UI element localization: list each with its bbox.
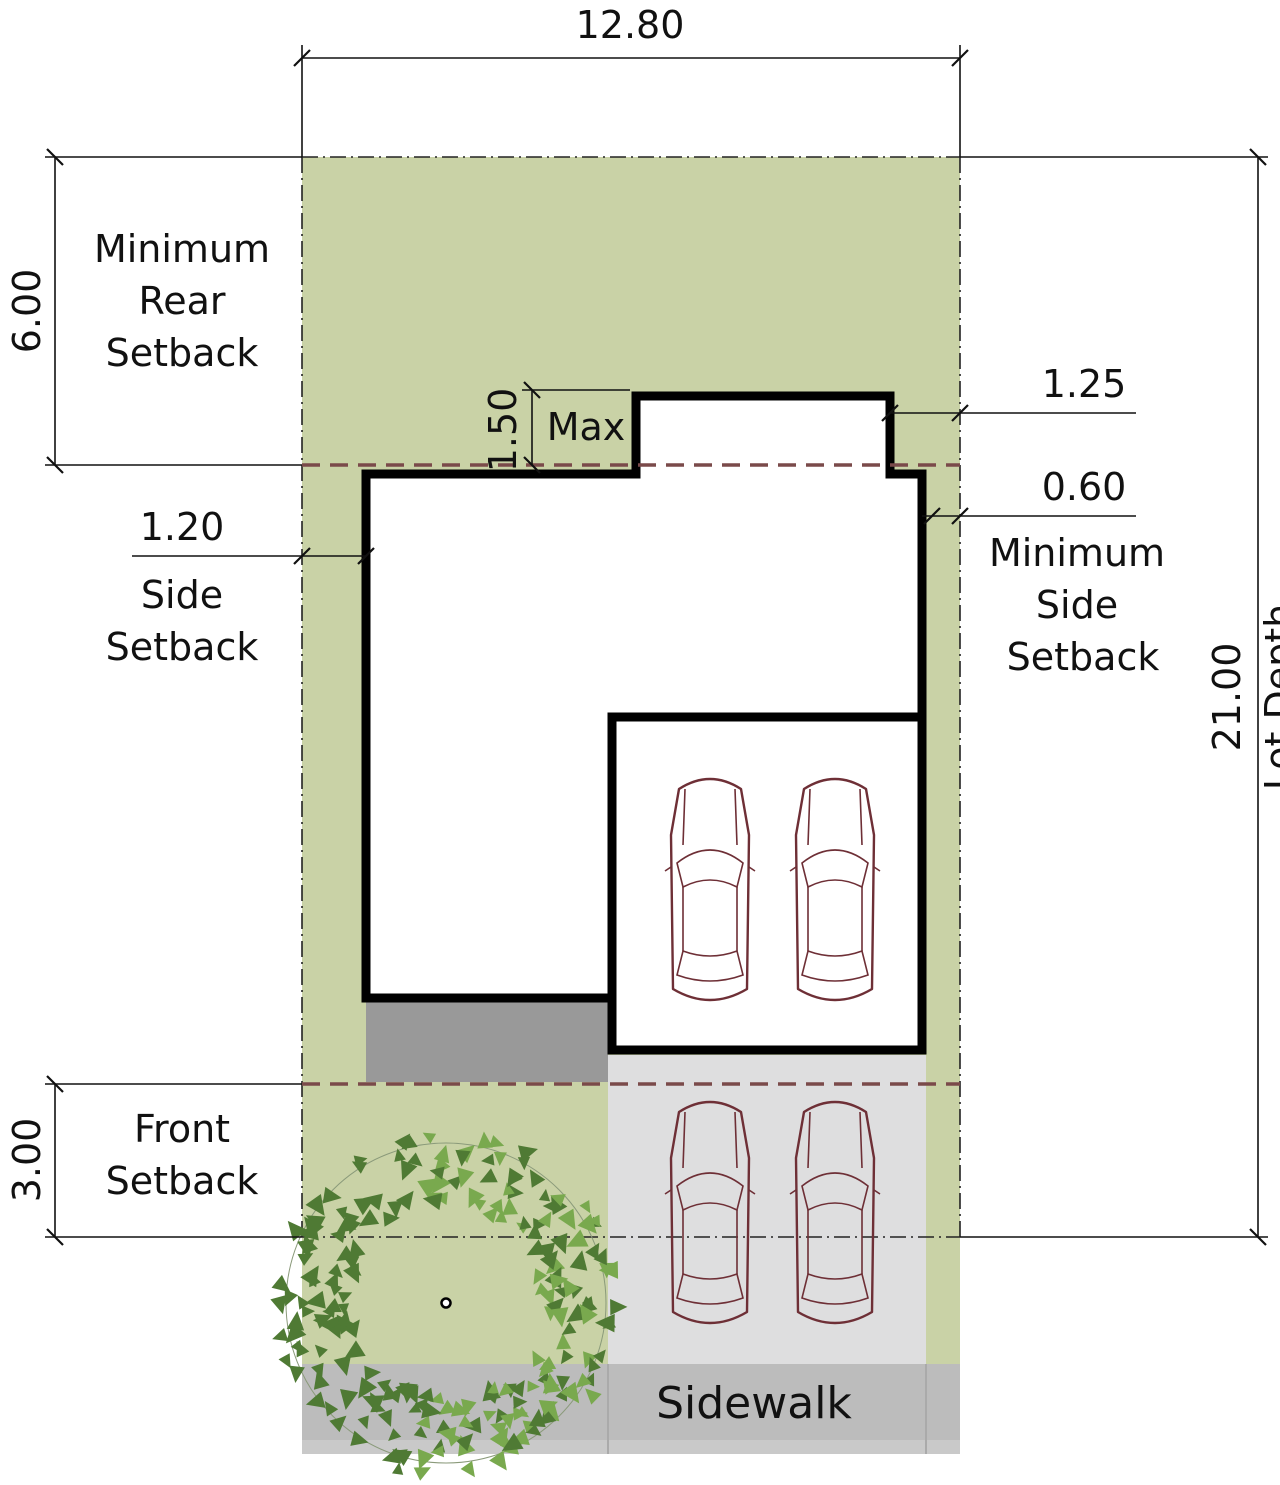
right-side-setback-value: 0.60 bbox=[1042, 465, 1127, 509]
rear-projection-value: 1.50 bbox=[481, 388, 525, 473]
lot-depth-label: Lot Depth bbox=[1257, 604, 1280, 790]
dimension-left-side-setback: 1.20 bbox=[132, 505, 375, 565]
rear-setback-value: 6.00 bbox=[5, 269, 49, 354]
car-top-view-icon bbox=[664, 1100, 756, 1325]
min-side-setback-label-line-2: Side bbox=[1036, 583, 1118, 627]
right-bump-offset-value: 1.25 bbox=[1042, 362, 1127, 406]
dimension-front-setback: 3.00 bbox=[5, 1075, 302, 1246]
porch bbox=[366, 1002, 608, 1082]
left-side-setback-value: 1.20 bbox=[140, 505, 225, 549]
dimension-rear-projection: 1.50 Max bbox=[481, 381, 630, 474]
rear-projection-note: Max bbox=[547, 405, 626, 449]
driveway bbox=[608, 1055, 926, 1365]
front-setback-label-line-1: Front bbox=[134, 1107, 230, 1151]
rear-setback-label-line-2: Rear bbox=[139, 279, 226, 323]
car-top-view-icon bbox=[789, 1100, 881, 1325]
lot-width-value: 12.80 bbox=[576, 3, 685, 47]
car-top-view-icon bbox=[664, 777, 756, 1002]
dimension-right-bump-offset: 1.25 bbox=[881, 362, 1136, 422]
side-setback-label-line-2: Setback bbox=[106, 625, 259, 669]
lot-depth-value: 21.00 bbox=[1205, 643, 1249, 752]
min-side-setback-label-line-1: Minimum bbox=[989, 531, 1165, 575]
min-side-setback-label-line-3: Setback bbox=[1007, 635, 1160, 679]
dimension-rear-setback: 6.00 bbox=[5, 148, 302, 474]
dimension-lot-width: 12.80 bbox=[293, 3, 969, 157]
side-setback-label-line-1: Side bbox=[141, 573, 223, 617]
dimension-lot-depth: 21.00 Lot Depth bbox=[960, 148, 1280, 1246]
dimension-right-side-setback: 0.60 bbox=[922, 465, 1136, 525]
garage bbox=[607, 712, 927, 1055]
sidewalk bbox=[302, 1364, 960, 1446]
rear-setback-label-line-3: Setback bbox=[106, 331, 259, 375]
car-top-view-icon bbox=[789, 777, 881, 1002]
front-setback-value: 3.00 bbox=[5, 1118, 49, 1203]
front-setback-label-line-2: Setback bbox=[106, 1159, 259, 1203]
rear-setback-label-line-1: Minimum bbox=[94, 227, 270, 271]
tree-canopy-icon bbox=[270, 1131, 628, 1481]
sidewalk-label: Sidewalk bbox=[656, 1378, 852, 1429]
